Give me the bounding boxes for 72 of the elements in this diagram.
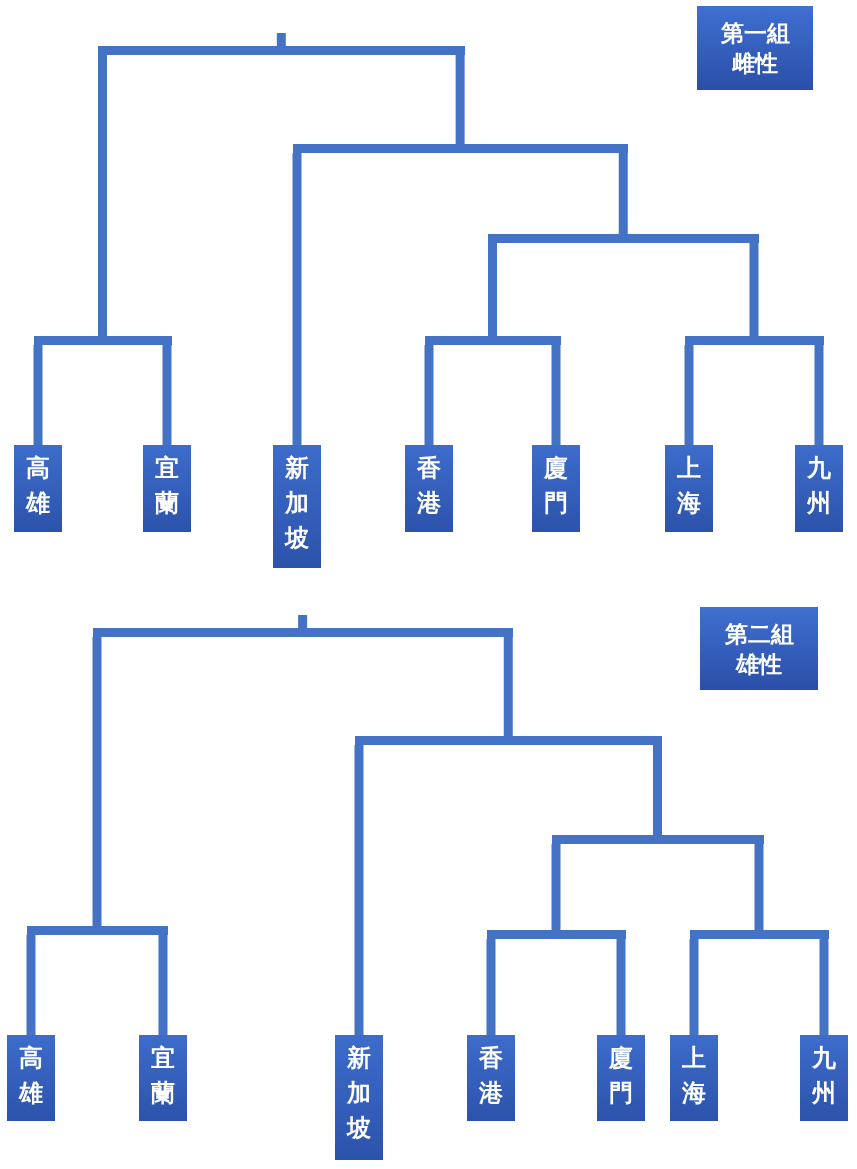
branch-line (551, 844, 561, 930)
place-name: 高雄 (18, 1042, 44, 1109)
branch-bar (292, 144, 628, 153)
tag-text: 雌性 (732, 48, 778, 78)
tag-text: 第一組 (720, 18, 790, 48)
place-name: 香港 (478, 1042, 504, 1109)
leaf-label (14, 445, 62, 532)
root-stub (298, 615, 308, 628)
branch-line (424, 345, 434, 445)
branch-line (618, 153, 628, 234)
branch-bar (684, 336, 824, 345)
branch-bar (354, 736, 662, 745)
leaf-label (467, 1035, 515, 1121)
tag-text: 第二組 (724, 618, 794, 649)
branch-bar (26, 926, 168, 935)
branch-line (689, 939, 699, 1035)
branch-bar (488, 234, 759, 243)
leaf-label (597, 1035, 645, 1121)
leaf-label (273, 445, 321, 568)
branch-line (98, 55, 107, 336)
branch-line (92, 637, 102, 926)
group-tag (697, 6, 813, 90)
leaf-label (405, 445, 453, 532)
leaf-label (795, 445, 843, 532)
branch-line (455, 55, 465, 144)
branch-line (814, 345, 824, 445)
root-stub (276, 33, 286, 46)
tag-text: 雄性 (736, 648, 782, 679)
branch-bar (98, 46, 465, 55)
branch-bar (424, 336, 561, 345)
leaf-label (143, 445, 191, 532)
leaf-label (532, 445, 580, 532)
branch-line (26, 935, 36, 1035)
leaf-label (670, 1035, 718, 1121)
leaf-label (335, 1035, 383, 1160)
branch-bar (33, 336, 172, 345)
place-name: 廈門 (608, 1042, 634, 1109)
branch-line (354, 745, 364, 1035)
branch-line (33, 345, 43, 445)
branch-line (754, 844, 764, 930)
place-name: 上海 (676, 452, 702, 519)
place-name: 上海 (681, 1042, 707, 1109)
branch-bar (551, 835, 764, 844)
branch-line (488, 243, 497, 336)
leaf-label (665, 445, 713, 532)
place-name: 新加坡 (284, 452, 310, 554)
branch-line (616, 939, 626, 1035)
branch-line (292, 153, 302, 445)
branch-bar (689, 930, 829, 939)
leaf-label (800, 1035, 848, 1121)
branch-line (551, 345, 561, 445)
branch-line (684, 345, 694, 445)
branch-line (158, 935, 168, 1035)
place-name: 九州 (806, 452, 832, 519)
place-name: 新加坡 (346, 1042, 372, 1144)
place-name: 宜蘭 (150, 1042, 176, 1109)
branch-line (503, 637, 513, 736)
branch-line (486, 939, 496, 1035)
place-name: 宜蘭 (154, 452, 180, 519)
group-tag (700, 607, 818, 690)
place-name: 高雄 (25, 452, 51, 519)
branch-bar (486, 930, 626, 939)
branch-line (162, 345, 172, 445)
branch-line (819, 939, 829, 1035)
place-name: 九州 (811, 1042, 837, 1109)
place-name: 香港 (416, 452, 442, 519)
leaf-label (7, 1035, 55, 1121)
branch-line (653, 745, 662, 835)
branch-bar (92, 628, 513, 637)
place-name: 廈門 (543, 452, 569, 519)
branch-line (749, 243, 759, 336)
leaf-label (139, 1035, 187, 1121)
